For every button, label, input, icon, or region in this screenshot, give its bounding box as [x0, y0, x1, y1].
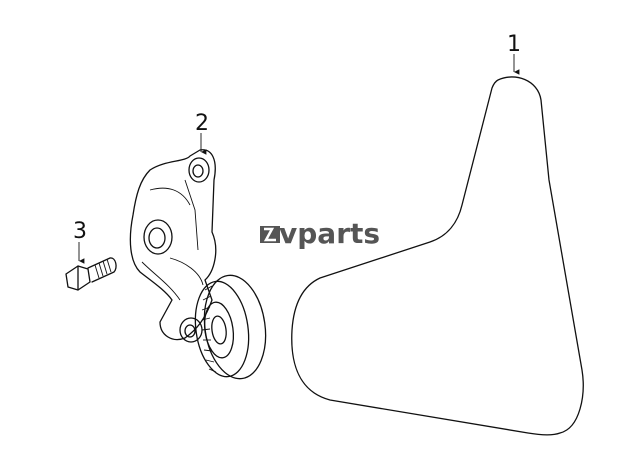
watermark-text: vparts	[279, 217, 380, 250]
callout-number-1: 1	[507, 32, 521, 57]
belt-tensioner	[129, 149, 267, 380]
watermark-logo: vparts	[260, 217, 380, 250]
callout-number-3: 3	[73, 219, 87, 244]
serpentine-belt	[291, 76, 584, 436]
callout-number-2: 2	[195, 111, 209, 136]
bolt	[65, 257, 117, 291]
